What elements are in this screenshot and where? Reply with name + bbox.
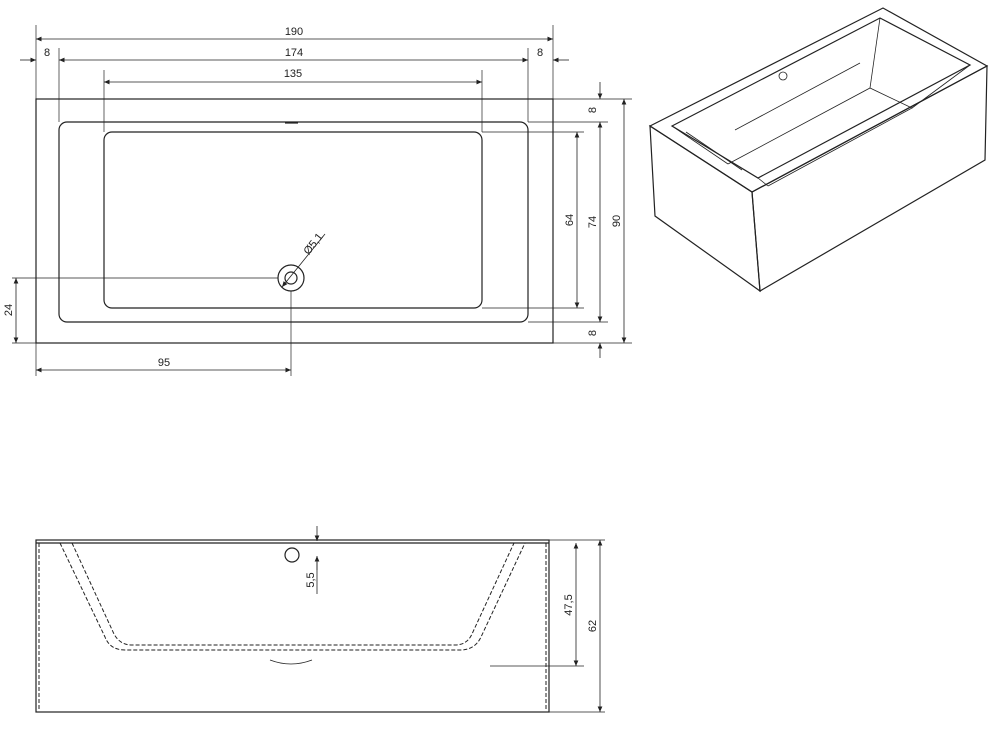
dim-drain-offset-y: 24 [3, 304, 15, 316]
iso-side-face [751, 64, 988, 292]
dim-floor-length: 135 [284, 68, 302, 80]
iso-overflow [778, 71, 788, 81]
iso-basin-floor [727, 87, 913, 187]
tub-inner-rim [58, 121, 529, 323]
dim-right-bottom-rim: 8 [587, 330, 599, 336]
dim-right-top-rim: 8 [587, 107, 599, 113]
top-view: 190 174 8 8 135 90 74 64 8 8 24 [3, 25, 632, 376]
iso-top-rim-outer [648, 7, 989, 193]
dim-drain-offset-x: 95 [158, 357, 170, 369]
dim-left-rim: 8 [44, 47, 50, 59]
iso-front-face [649, 124, 761, 293]
side-overflow-circle [284, 547, 300, 563]
dim-right-rim: 8 [537, 47, 543, 59]
dim-drain-diameter: Ø5,1 [302, 231, 326, 257]
dim-inner-length: 174 [285, 47, 303, 59]
dim-overall-width: 90 [611, 215, 623, 227]
dim-overflow-offset: 5,5 [305, 572, 317, 587]
drain-inner-circle [284, 271, 298, 285]
tub-floor [103, 131, 483, 309]
side-drain-mark [269, 659, 313, 665]
dim-inner-width: 74 [587, 216, 599, 228]
isometric-view [648, 7, 989, 293]
side-basin-profile [59, 542, 526, 651]
dim-overall-height: 62 [587, 620, 599, 632]
side-outer-outline [35, 539, 550, 713]
dim-floor-width: 64 [564, 214, 576, 226]
drain-leader [281, 233, 326, 288]
dim-overall-length: 190 [285, 26, 303, 38]
tub-outer-outline [35, 98, 554, 344]
side-view: 5,5 47,5 62 [35, 526, 605, 713]
dim-inner-depth: 47,5 [563, 594, 575, 615]
drain-outer-circle [277, 264, 305, 292]
